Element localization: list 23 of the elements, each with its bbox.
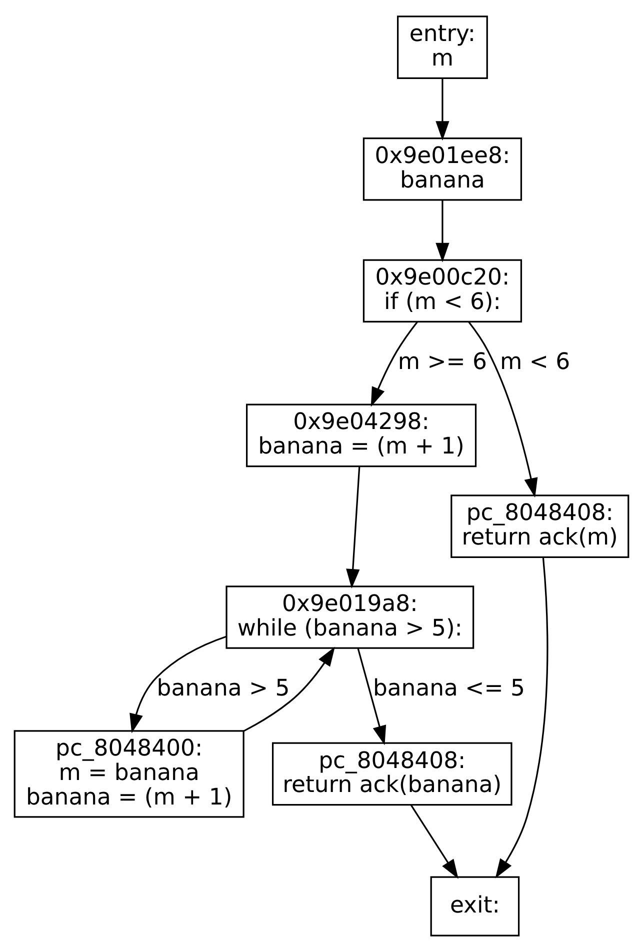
arrow bbox=[410, 804, 458, 879]
node-box: pc_8048408: return ack(m) bbox=[450, 494, 630, 558]
node-box: 0x9e019a8: while (banana > 5): bbox=[226, 586, 474, 649]
node-box: 0x9e01ee8: banana bbox=[362, 137, 522, 201]
arrow bbox=[346, 466, 360, 589]
node-box: exit: bbox=[430, 876, 520, 936]
arrow bbox=[243, 646, 335, 732]
arrow bbox=[495, 557, 548, 878]
node-box: 0x9e00c20: if (m < 6): bbox=[362, 259, 522, 323]
arrow bbox=[357, 648, 386, 746]
edge-label: m >= 6 bbox=[398, 349, 488, 376]
arrow bbox=[436, 78, 450, 141]
arrow bbox=[468, 322, 538, 498]
arrow bbox=[436, 200, 450, 262]
edge-label: m < 6 bbox=[500, 349, 570, 376]
arrow bbox=[370, 321, 418, 407]
node-box: entry: m bbox=[397, 16, 488, 79]
edge-label: banana > 5 bbox=[156, 676, 290, 702]
node-box: 0x9e04298: banana = (m + 1) bbox=[246, 404, 477, 468]
edge-label: banana <= 5 bbox=[372, 676, 525, 702]
node-box: pc_8048400: m = banana banana = (m + 1) bbox=[14, 730, 244, 818]
node-box: pc_8048408: return ack(banana) bbox=[272, 742, 512, 806]
arrow bbox=[130, 636, 227, 734]
